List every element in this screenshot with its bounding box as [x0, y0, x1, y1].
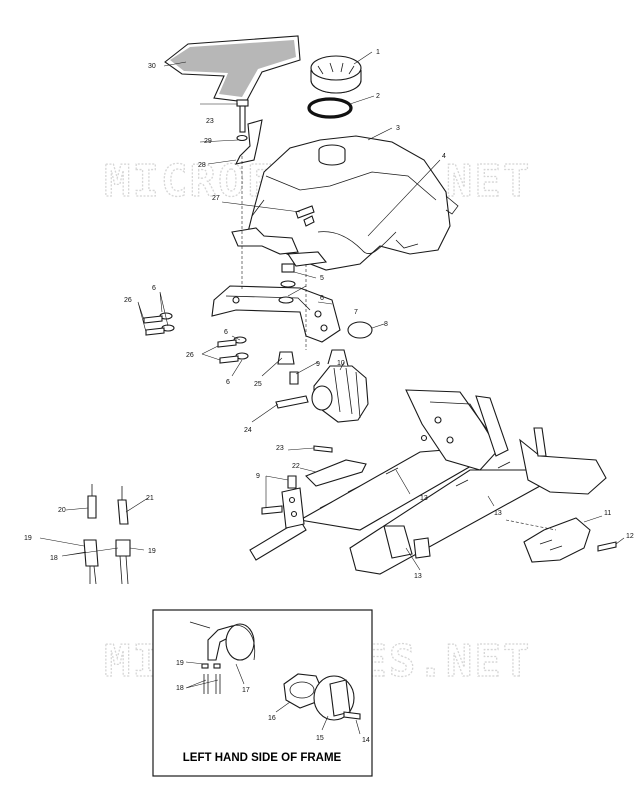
callout-7: 7 [354, 309, 358, 316]
bracket-9-lower [261, 475, 305, 529]
callout-22: 22 [292, 463, 300, 470]
callout-4: 4 [442, 153, 446, 160]
callout-11: 11 [604, 510, 611, 517]
callout-9b: 9 [256, 473, 260, 480]
inset-fittings-18-19 [201, 663, 221, 694]
mount-washers-6 [159, 296, 294, 360]
frame-bracket-22 [305, 459, 367, 487]
callout-21: 21 [146, 495, 154, 502]
callout-6b: 6 [320, 295, 324, 302]
fitting-9-upper [289, 371, 299, 385]
frame [249, 389, 607, 575]
callout-labels: 1 2 3 4 5 6 6 6 6 7 8 9 9 10 11 12 13 13… [24, 49, 634, 744]
callout-10: 10 [337, 360, 345, 367]
inset-lock-ring-16 [283, 673, 323, 709]
tank-bracket [231, 227, 328, 267]
inset-screw-14 [343, 711, 361, 720]
callout-23a: 23 [206, 118, 214, 125]
washer-29 [236, 134, 248, 142]
foam-pad [164, 35, 301, 103]
cap-o-ring [307, 97, 353, 119]
callout-6c: 6 [224, 329, 228, 336]
bolt-27 [295, 205, 315, 227]
callout-leaders [39, 51, 625, 571]
callout-6a: 6 [152, 285, 156, 292]
tank-support-bracket [211, 285, 341, 343]
callout-24: 24 [244, 427, 252, 434]
bolt-23-upper [236, 99, 249, 133]
callout-2: 2 [376, 93, 380, 100]
callout-26b: 26 [186, 352, 194, 359]
knob-8 [347, 321, 373, 339]
damper-25 [277, 351, 295, 365]
inset-fuel-valve-15 [313, 675, 355, 721]
screw-12 [597, 541, 617, 552]
inset-hose-elbow-17 [189, 621, 256, 661]
strap-bracket [234, 119, 263, 165]
callout-1: 1 [376, 49, 380, 56]
callout-8: 8 [384, 321, 388, 328]
callout-28: 28 [198, 162, 206, 169]
inset-left-hand-side: LEFT HAND SIDE OF FRAME [152, 609, 373, 777]
fuel-tank [245, 135, 459, 271]
callout-18b: 18 [176, 685, 184, 692]
vent-hose-fittings [83, 484, 131, 585]
callout-30: 30 [148, 63, 156, 70]
callout-13a: 13 [420, 495, 428, 502]
callout-13b: 13 [494, 510, 502, 517]
callout-23b: 23 [276, 445, 284, 452]
callout-29: 29 [204, 138, 212, 145]
callout-17: 17 [242, 687, 250, 694]
callout-19a: 19 [24, 535, 32, 542]
callout-18a: 18 [50, 555, 58, 562]
callout-12: 12 [626, 533, 634, 540]
carburetor [311, 349, 369, 423]
callout-5: 5 [320, 275, 324, 282]
bolt-24 [275, 395, 309, 409]
callout-20: 20 [58, 507, 66, 514]
callout-9a: 9 [316, 361, 320, 368]
callout-27: 27 [212, 195, 220, 202]
callout-19c: 19 [176, 660, 184, 667]
callout-19b: 19 [148, 548, 156, 555]
callout-15: 15 [316, 735, 324, 742]
callout-25: 25 [254, 381, 262, 388]
mount-bolts-26 [143, 315, 239, 364]
callout-26a: 26 [124, 297, 132, 304]
nut-5 [280, 263, 296, 288]
callout-16: 16 [268, 715, 276, 722]
callout-6d: 6 [226, 379, 230, 386]
fuel-cap [310, 55, 362, 94]
side-guard-11 [523, 517, 591, 563]
inset-title: LEFT HAND SIDE OF FRAME [183, 752, 342, 764]
bolt-23-lower [313, 445, 333, 453]
callout-3: 3 [396, 125, 400, 132]
callout-13c: 13 [414, 573, 422, 580]
callout-14: 14 [362, 737, 370, 744]
